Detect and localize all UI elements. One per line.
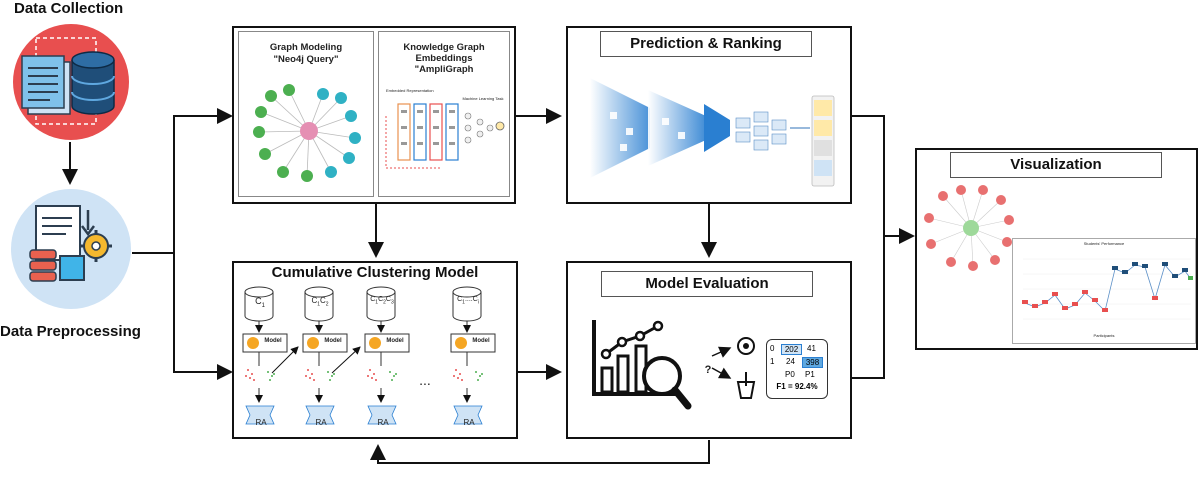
prediction-funnel-image: [590, 78, 835, 187]
decision-icons: [711, 337, 756, 399]
clustering-stage-3: [364, 286, 410, 425]
clustering-stage-1: [242, 286, 288, 425]
stage-4-ra-label: RA: [463, 418, 475, 427]
visualization-title: Visualization: [950, 152, 1162, 178]
matrix-col-label: P1: [805, 370, 815, 379]
data-preprocessing-icon: [11, 189, 131, 309]
matrix-cell: 41: [807, 344, 816, 353]
matrix-cell: 202: [781, 344, 802, 355]
neo4j-graph-image: [253, 84, 361, 182]
stage-1-db-label: C1: [255, 296, 265, 309]
chart-xlabel: Participants: [1093, 333, 1115, 338]
stage-1-model-label: Model: [264, 338, 282, 344]
graph-modeling-title: Graph Modeling: [269, 42, 343, 53]
question-mark: ?: [704, 364, 712, 376]
analytics-magnifier-icon: [592, 320, 692, 410]
stage-2-ra-label: RA: [315, 418, 327, 427]
ml-task-caption: Machine Learning Task: [462, 96, 504, 101]
confusion-matrix: 0 202 41 1 24 398 P0 P1 F1 = 92.4%: [766, 339, 828, 399]
kg-embedding-image: [385, 103, 505, 169]
data-collection-icon: [13, 24, 129, 140]
clustering-stage-4: [450, 286, 496, 425]
matrix-row-label: 0: [770, 344, 775, 353]
matrix-col-label: P0: [785, 370, 795, 379]
students-performance-chart: Students' Performance Participants: [1012, 238, 1196, 344]
data-collection-label: Data Collection: [14, 0, 124, 17]
evaluation-title: Model Evaluation: [601, 271, 813, 297]
performance-line-chart: [1022, 258, 1193, 320]
stage-2-db-label: C1C2: [311, 296, 329, 308]
graph-modeling-subtitle: "Neo4j Query": [273, 54, 339, 65]
matrix-cell: 398: [802, 357, 823, 368]
embedding-caption: Embedded Representation: [386, 88, 434, 93]
arrow-prediction-to-visualization: [851, 115, 885, 236]
matrix-cell: 24: [786, 357, 795, 366]
arrow-preprocessing-branch: [132, 108, 233, 254]
arrow-evaluation-to-visualization: [851, 236, 885, 379]
chart-title: Students' Performance: [1083, 241, 1125, 246]
stage-4-db-label: C1....Ci: [457, 296, 479, 306]
stage-2-model-label: Model: [324, 338, 342, 344]
stage-3-db-label: C1C2C3: [370, 296, 394, 306]
kg-title-1: Knowledge Graph: [403, 42, 485, 53]
clustering-ellipsis: ...: [419, 372, 431, 388]
kg-title-3: "AmpliGraph: [414, 64, 474, 75]
matrix-row-0: 0 202 41: [770, 344, 824, 355]
matrix-row-label: 1: [770, 357, 775, 366]
f1-score: F1 = 92.4%: [776, 382, 818, 391]
data-preprocessing-label: Data Preprocessing: [0, 323, 141, 340]
visualization-graph-image: [924, 185, 1014, 271]
kg-title-2: Embeddings: [415, 53, 473, 64]
prediction-title: Prediction & Ranking: [600, 31, 812, 57]
stage-3-model-label: Model: [386, 338, 404, 344]
clustering-stage-arrows: [271, 346, 361, 374]
stage-4-model-label: Model: [472, 338, 490, 344]
clustering-title: Cumulative Clustering Model: [271, 264, 479, 281]
arrow-evaluation-feedback: [370, 440, 710, 464]
stage-3-ra-label: RA: [377, 418, 389, 427]
matrix-row-1: 1 24 398: [770, 357, 824, 368]
clustering-stage-2: [302, 286, 348, 425]
stage-1-ra-label: RA: [255, 418, 267, 427]
arrow-preprocessing-to-clustering: [173, 253, 233, 380]
